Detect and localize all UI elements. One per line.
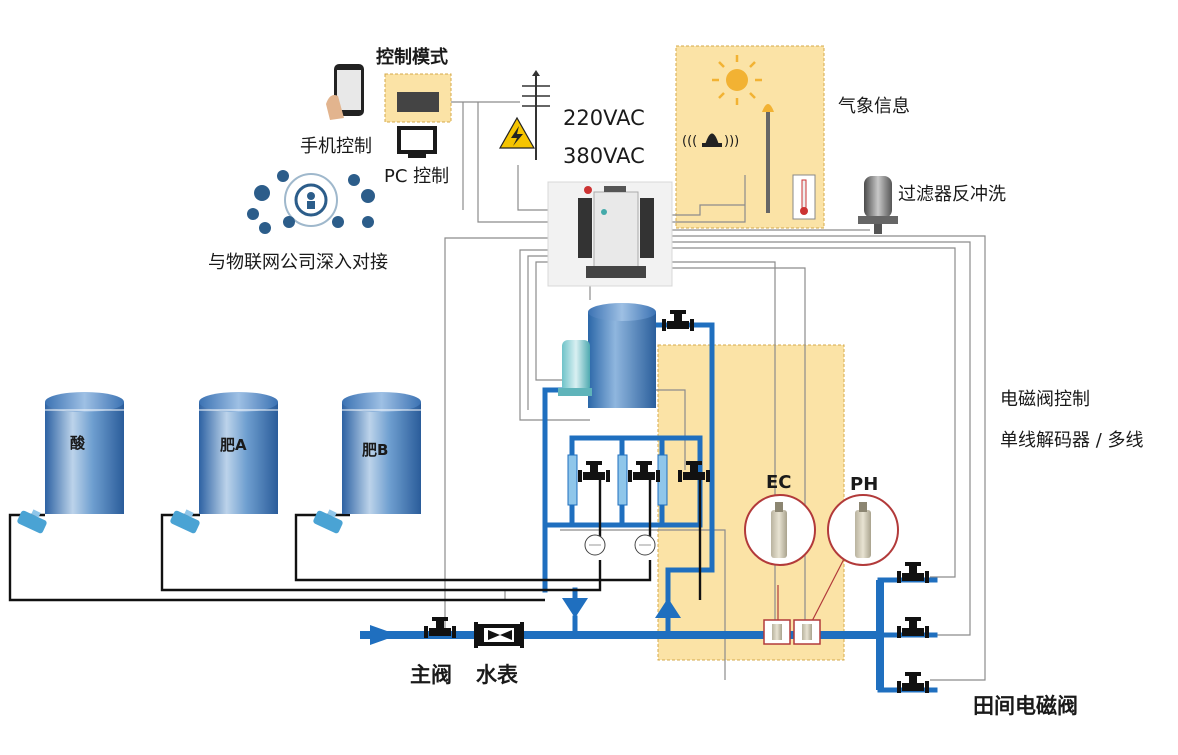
mixing-tank [588,303,656,408]
tank-fert-b-valve [313,509,343,534]
tank-fert-b-label: 肥B [362,441,388,459]
main-valve-label: 主阀 [410,663,452,687]
weather-mast-icon [762,104,774,213]
iot-network-icon [247,170,375,234]
tank-fert-a-label: 肥A [220,436,247,454]
ph-label: PH [850,474,878,495]
channel-valve-1 [578,461,610,482]
tank-fert-a: 肥A [170,392,278,534]
pump [558,340,592,396]
voltage-220-label: 220VAC [563,106,645,130]
phone-control-label: 手机控制 [300,136,372,157]
decoder-label: 单线解码器 / 多线 [1000,430,1144,451]
channel-valve-2 [628,461,660,482]
sun-icon [712,55,762,105]
controller-box [397,92,439,112]
control-mode-label: 控制模式 [376,46,448,68]
field-valve-label: 田间电磁阀 [973,694,1078,718]
voltage-380-label: 380VAC [563,144,645,168]
weather-label: 气象信息 [838,96,910,117]
iot-label: 与物联网公司深入对接 [208,252,388,273]
tank-acid-valve [17,509,47,534]
tank-fert-b: 肥B [313,392,421,534]
svg-text:))): ))) [724,134,739,149]
ec-sensor [744,494,816,645]
pc-monitor-icon [397,126,437,158]
mix-inlet-valve [662,310,694,331]
water-meter [474,622,524,648]
tank-acid-label: 酸 [70,434,86,452]
tank-fert-a-valve [170,509,200,534]
high-voltage-icon [498,116,536,149]
water-meter-label: 水表 [476,663,519,687]
ph-sensor [793,494,899,645]
pc-control-label: PC 控制 [384,166,449,187]
filter-icon [858,176,898,234]
fertigation-piping [542,322,715,638]
control-cabinet [547,181,673,287]
rain-sensor-icon: ((( ))) [682,133,739,149]
ec-label: EC [766,472,792,493]
filter-label: 过滤器反冲洗 [898,184,1006,205]
phone-icon [326,64,364,120]
flow-meters [584,534,656,556]
tank-acid: 酸 [17,392,124,534]
svg-text:(((: ((( [682,134,697,149]
thermometer-icon [792,174,816,220]
sensor-zone [657,344,845,661]
power-pole-icon [522,70,550,160]
valve-control-label: 电磁阀控制 [1000,389,1090,410]
